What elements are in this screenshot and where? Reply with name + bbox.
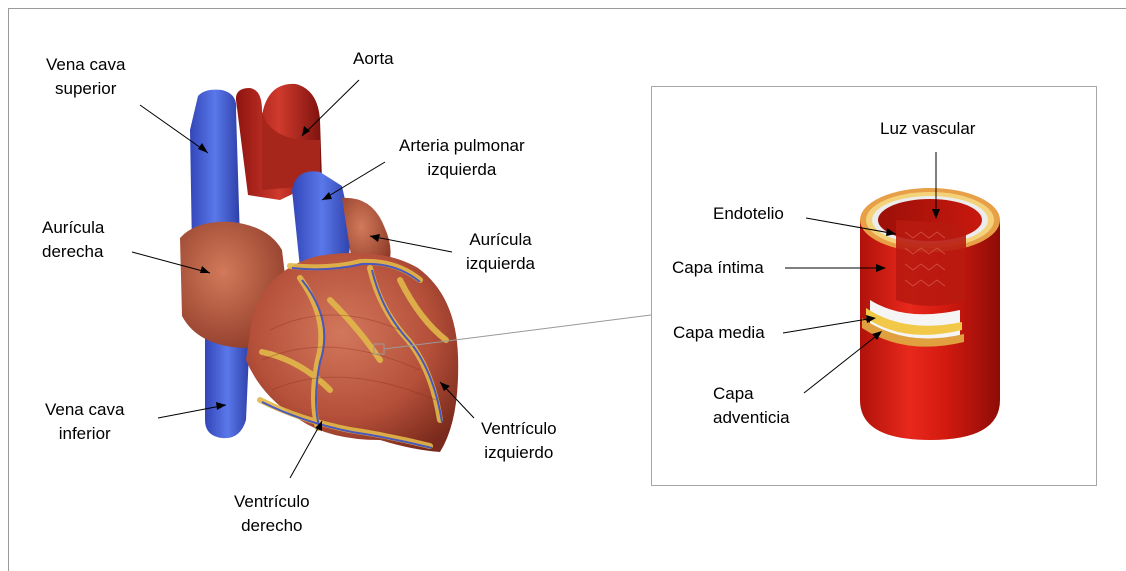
label-capa-media: Capa media [673,321,765,345]
label-endotelio: Endotelio [713,202,784,226]
label-capa-adventicia: Capa adventicia [713,382,790,430]
label-capa-intima: Capa íntima [672,256,764,280]
label-luz-vascular: Luz vascular [880,117,975,141]
